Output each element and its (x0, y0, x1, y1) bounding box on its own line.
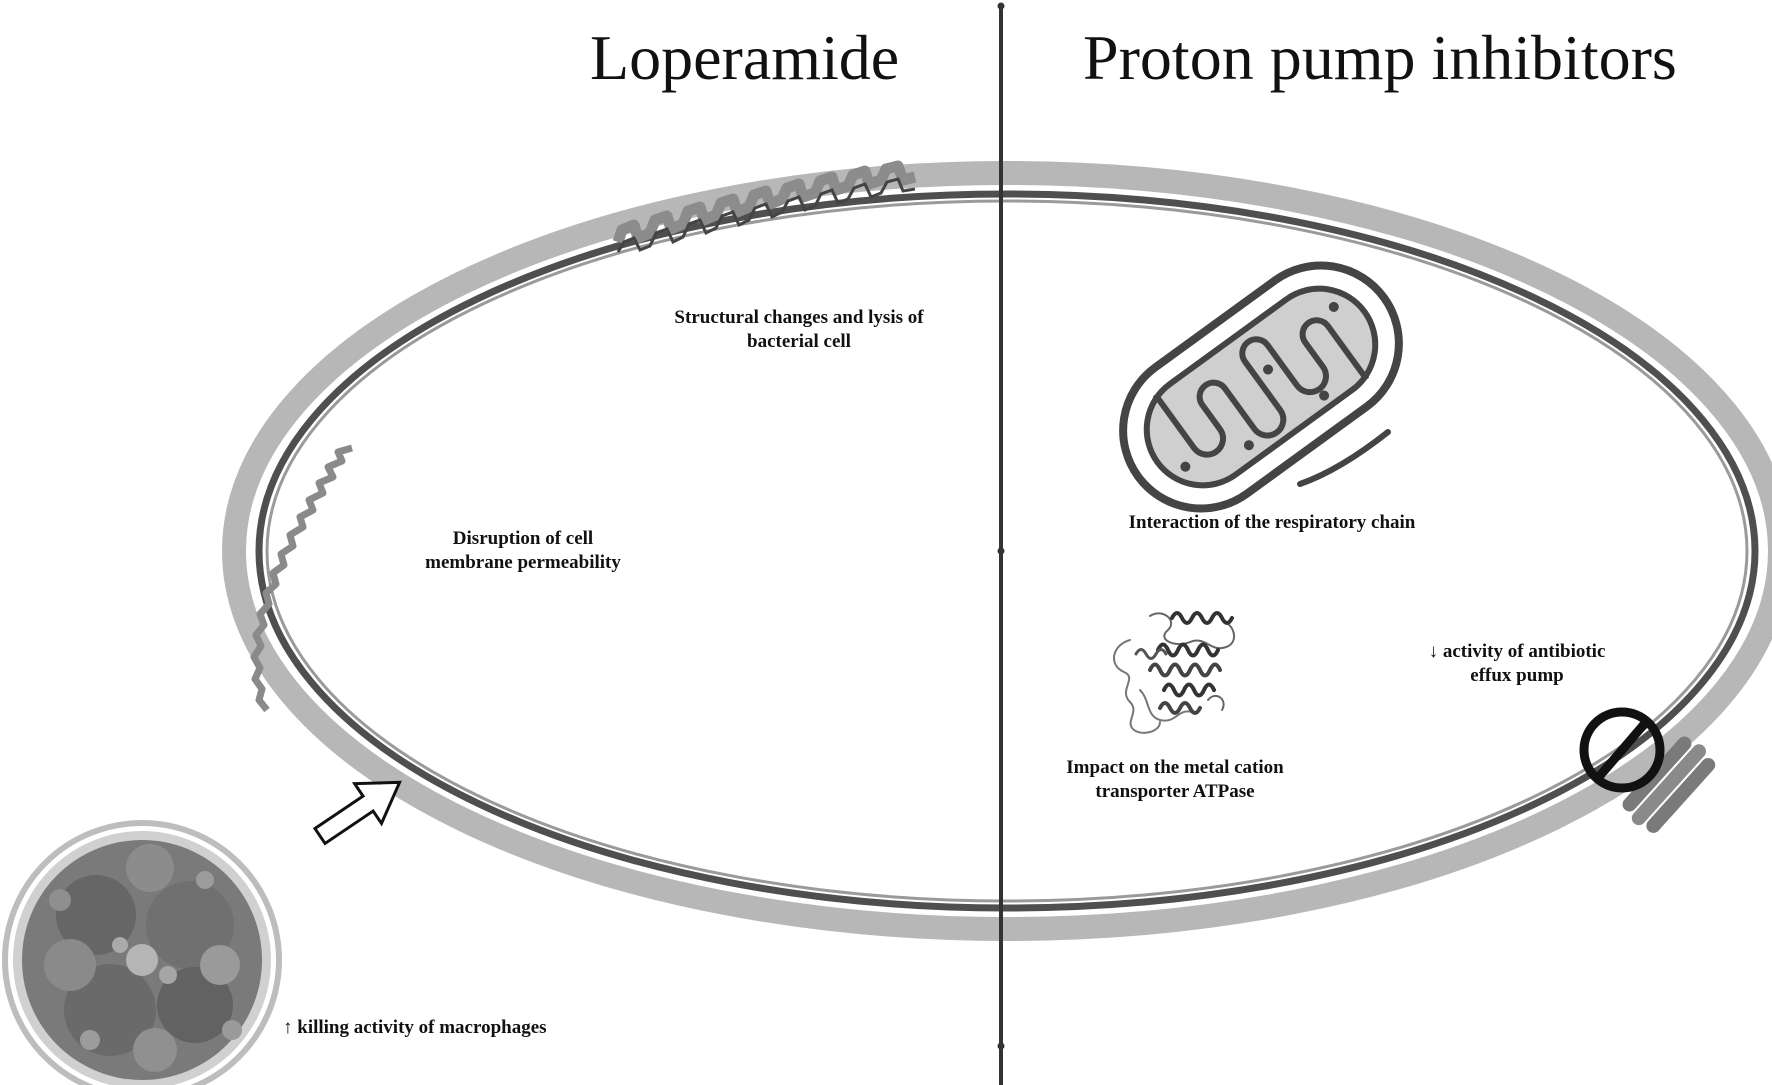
mitochondrion-icon (1119, 261, 1403, 513)
respiratory-chain-label: Interaction of the respiratory chain (1128, 512, 1416, 533)
protein-structure-icon (1113, 611, 1235, 734)
cell-outer-wall (222, 161, 1772, 941)
divider-dot (997, 2, 1005, 10)
prohibition-icon (1579, 707, 1665, 793)
mitochondrion-outline-arc (1297, 429, 1391, 487)
macrophage-icon (2, 820, 282, 1085)
bacterial-cell (222, 161, 1772, 941)
damaged-membrane-left (250, 444, 353, 713)
ppi-heading: Proton pump inhibitors (1083, 22, 1677, 93)
membrane-permeability-label: Disruption of cell membrane permeability (425, 528, 621, 573)
cell-inner-membrane (255, 190, 1759, 912)
divider (997, 2, 1005, 1085)
cell-inner-line (265, 199, 1749, 903)
efflux-pump-icon (1579, 707, 1716, 833)
outline-arrow-icon (312, 780, 402, 846)
divider-dot (997, 1042, 1005, 1050)
macrophage-killing-label: ↑ killing activity of macrophages (283, 1017, 547, 1038)
structural-changes-label: Structural changes and lysis of bacteria… (674, 307, 924, 352)
metal-cation-label: Impact on the metal cation transporter A… (1066, 757, 1284, 802)
damaged-membrane-top (612, 160, 917, 253)
loperamide-heading: Loperamide (590, 22, 900, 93)
divider-dot (997, 547, 1005, 555)
efflux-pump-label: ↓ activity of antibiotic effux pump (1428, 641, 1606, 686)
